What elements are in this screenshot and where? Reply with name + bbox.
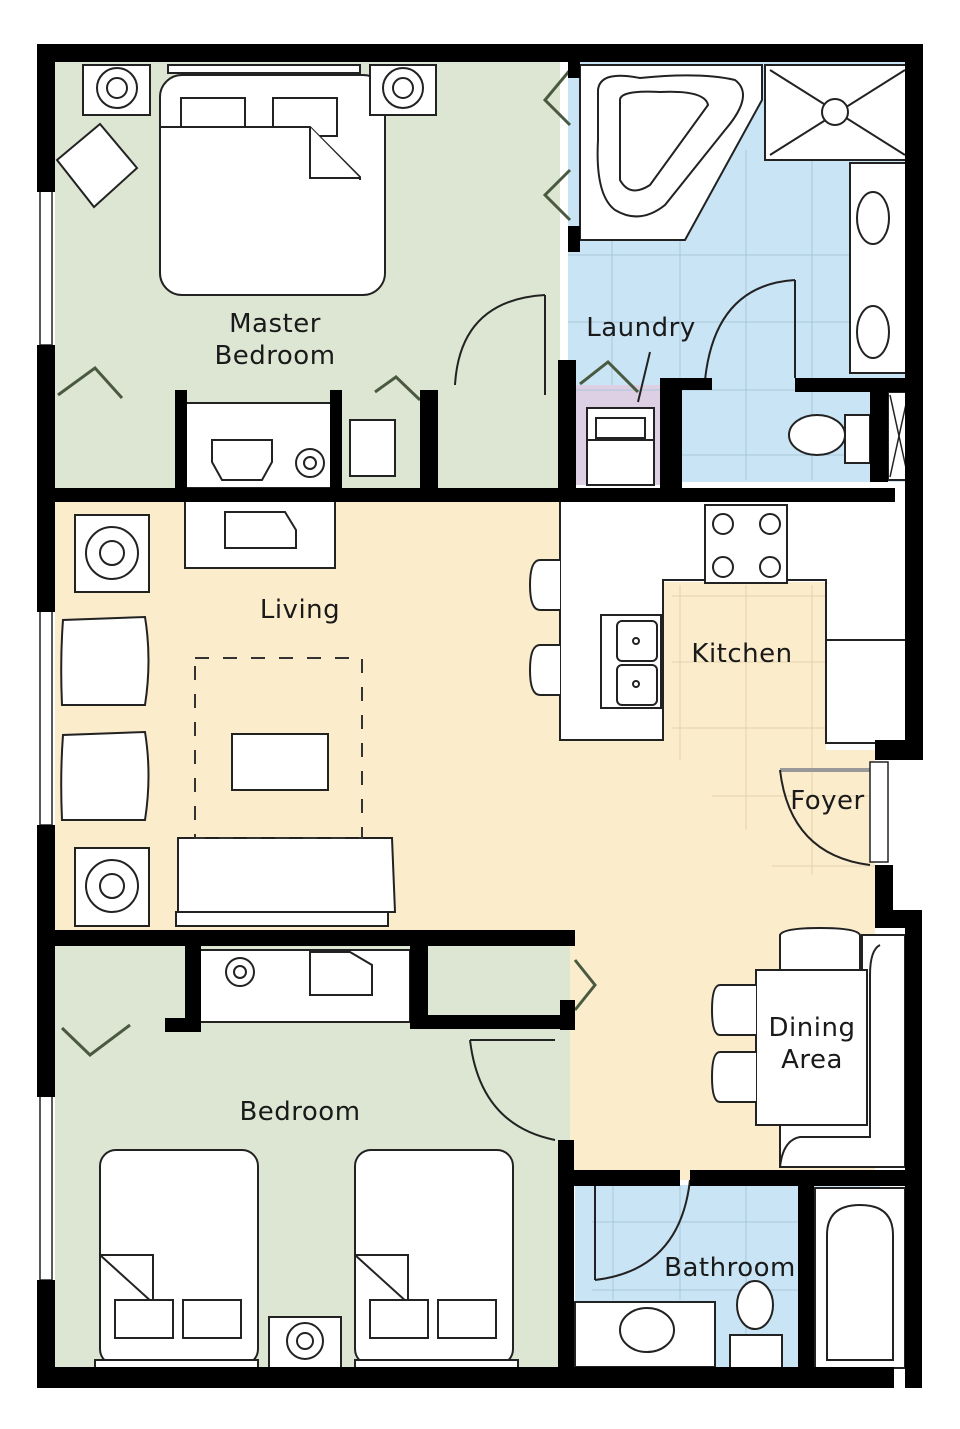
room-label-bedroom: Bedroom	[239, 1097, 361, 1127]
windows	[39, 189, 889, 1281]
room-label-kitchen: Kitchen	[691, 639, 793, 669]
bar-stools	[528, 559, 560, 696]
master-bedroom-furniture	[55, 64, 437, 489]
room-label-bathroom: Bathroom	[664, 1253, 796, 1283]
bathroom-fixtures	[574, 1187, 906, 1371]
living-furniture	[60, 499, 397, 927]
room-label-master-bedroom: Master Bedroom	[214, 309, 336, 371]
room-label-dining-area: Dining Area	[768, 1013, 856, 1075]
doors	[454, 279, 871, 1281]
room-label-foyer: Foyer	[790, 786, 865, 816]
washer-dryer-icon	[586, 407, 655, 486]
folding-doors	[57, 69, 640, 1057]
walls	[37, 44, 923, 1388]
bedroom-furniture	[94, 949, 519, 1370]
area-rug	[194, 657, 363, 839]
master-bath-fixtures	[579, 64, 911, 481]
dining-furniture	[710, 926, 906, 1168]
kitchen-sink-icon	[600, 614, 662, 709]
room-label-laundry: Laundry	[586, 313, 696, 343]
room-label-living: Living	[259, 595, 341, 625]
kitchen-tile-grid	[672, 585, 875, 875]
stove-icon	[704, 504, 788, 584]
